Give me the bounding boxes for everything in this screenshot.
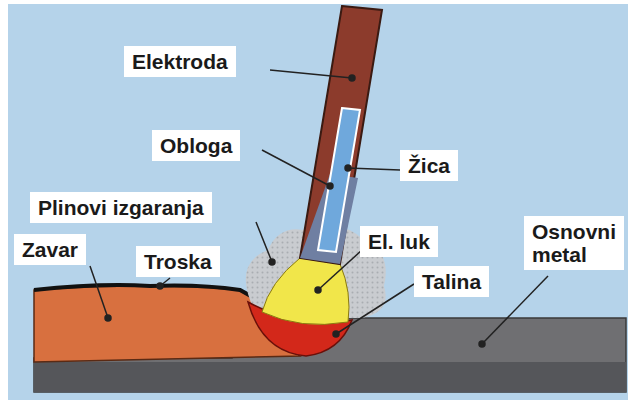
part-label: El. luk	[360, 226, 438, 257]
part-label: Zavar	[14, 234, 86, 265]
base-metal-lower	[34, 362, 626, 392]
part-label: Troska	[136, 246, 220, 277]
electric-arc	[262, 258, 349, 324]
part-label: Žica	[400, 150, 458, 181]
part-label: Osnovni metal	[524, 216, 624, 270]
part-label: Talina	[414, 266, 489, 297]
background	[8, 4, 628, 400]
part-label: Obloga	[152, 130, 240, 161]
part-label: Plinovi izgaranja	[30, 192, 212, 223]
part-label: Elektroda	[124, 46, 236, 77]
core-wire	[318, 108, 360, 252]
slag-layer	[34, 285, 258, 300]
